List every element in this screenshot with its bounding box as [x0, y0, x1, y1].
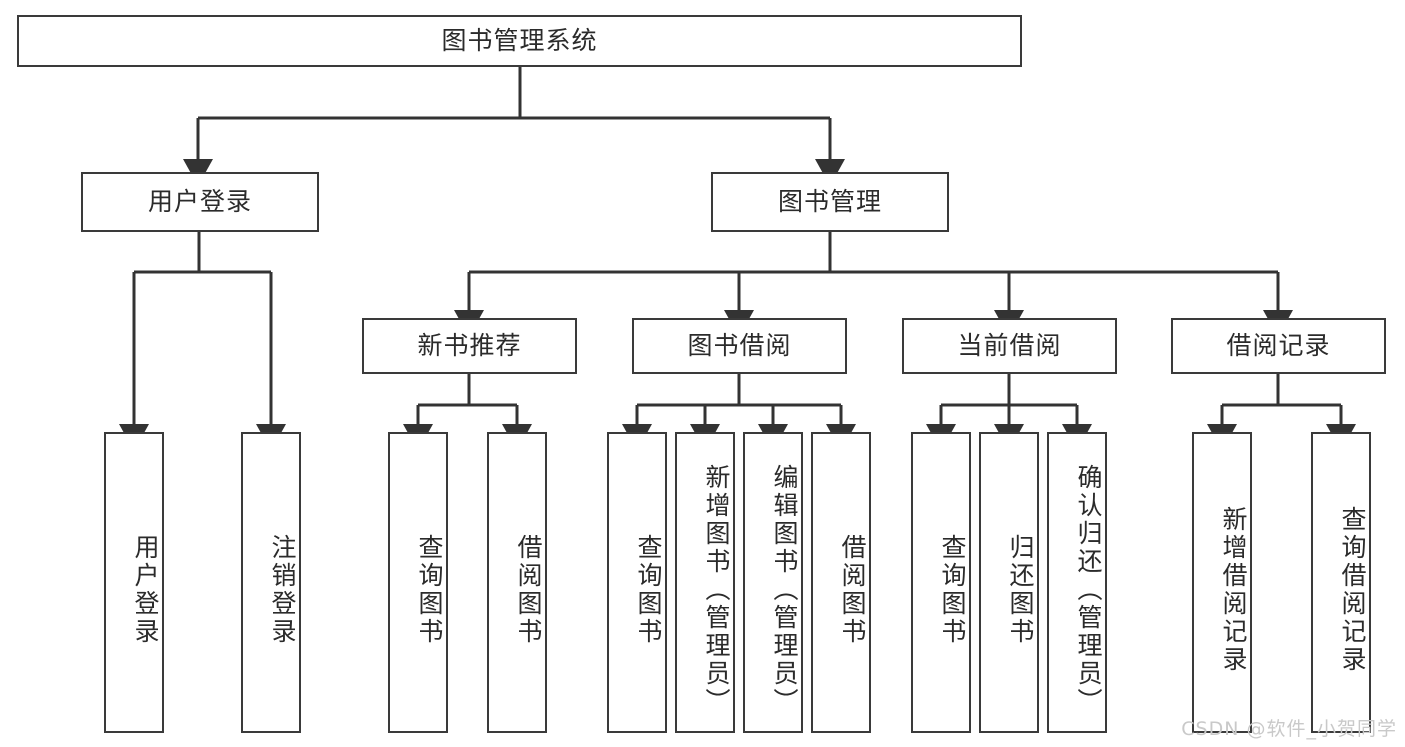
- leaf-confirm-return[interactable]: 确认归还（管理员）: [1047, 432, 1107, 733]
- node-current-borrow[interactable]: 当前借阅: [902, 318, 1117, 374]
- node-book-borrow-label: 图书借阅: [687, 330, 792, 360]
- leaf-query-record[interactable]: 查询借阅记录: [1311, 432, 1371, 733]
- leaf-return-book[interactable]: 归还图书: [979, 432, 1039, 733]
- node-book-management[interactable]: 图书管理: [711, 172, 949, 232]
- leaf-add-record-label: 新增借阅记录: [1219, 505, 1248, 674]
- node-user-login-label: 用户登录: [147, 186, 252, 216]
- leaf-query-book-3-label: 查询图书: [938, 533, 967, 646]
- node-current-borrow-label: 当前借阅: [957, 330, 1062, 360]
- node-user-login[interactable]: 用户登录: [81, 172, 319, 232]
- leaf-add-book-label: 新增图书（管理员）: [702, 463, 731, 716]
- node-new-book-recommend[interactable]: 新书推荐: [362, 318, 577, 374]
- leaf-logout[interactable]: 注销登录: [241, 432, 301, 733]
- leaf-borrow-book-2[interactable]: 借阅图书: [811, 432, 871, 733]
- leaf-logout-label: 注销登录: [268, 533, 297, 646]
- leaf-confirm-return-label: 确认归还（管理员）: [1074, 463, 1103, 716]
- node-book-management-label: 图书管理: [777, 186, 882, 216]
- leaf-add-record[interactable]: 新增借阅记录: [1192, 432, 1252, 733]
- leaf-borrow-book-1-label: 借阅图书: [514, 533, 543, 646]
- watermark: CSDN @软件_小贺同学: [1181, 718, 1397, 740]
- leaf-return-book-label: 归还图书: [1006, 533, 1035, 646]
- node-root-label: 图书管理系统: [441, 25, 598, 55]
- node-borrow-record[interactable]: 借阅记录: [1171, 318, 1386, 374]
- leaf-query-record-label: 查询借阅记录: [1338, 505, 1367, 674]
- leaf-query-book-2-label: 查询图书: [634, 533, 663, 646]
- leaf-query-book-1[interactable]: 查询图书: [388, 432, 448, 733]
- leaf-edit-book-label: 编辑图书（管理员）: [770, 463, 799, 716]
- leaf-user-login[interactable]: 用户登录: [104, 432, 164, 733]
- leaf-query-book-1-label: 查询图书: [415, 533, 444, 646]
- leaf-borrow-book-1[interactable]: 借阅图书: [487, 432, 547, 733]
- node-root[interactable]: 图书管理系统: [17, 15, 1022, 67]
- node-new-book-recommend-label: 新书推荐: [417, 330, 522, 360]
- leaf-borrow-book-2-label: 借阅图书: [838, 533, 867, 646]
- leaf-edit-book[interactable]: 编辑图书（管理员）: [743, 432, 803, 733]
- node-book-borrow[interactable]: 图书借阅: [632, 318, 847, 374]
- node-borrow-record-label: 借阅记录: [1226, 330, 1331, 360]
- leaf-query-book-3[interactable]: 查询图书: [911, 432, 971, 733]
- leaf-user-login-label: 用户登录: [131, 533, 160, 646]
- leaf-add-book[interactable]: 新增图书（管理员）: [675, 432, 735, 733]
- leaf-query-book-2[interactable]: 查询图书: [607, 432, 667, 733]
